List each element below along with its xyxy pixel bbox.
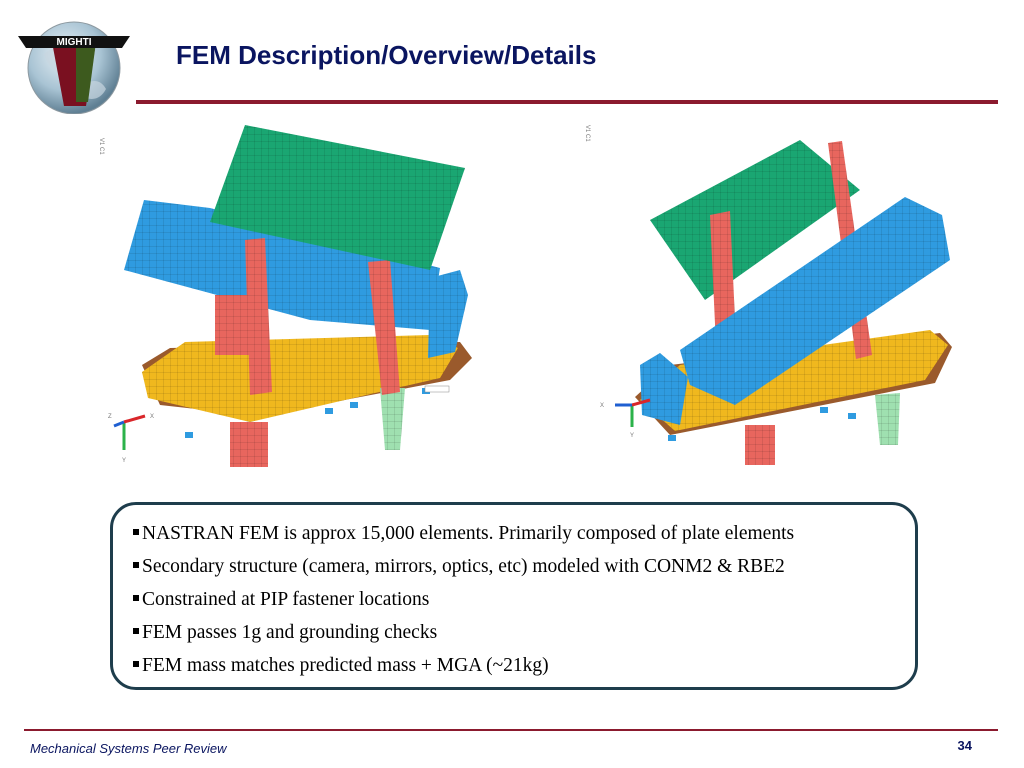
bullet-text: FEM mass matches predicted mass + MGA (~…	[142, 655, 549, 676]
bullet-text: NASTRAN FEM is approx 15,000 elements. P…	[142, 523, 795, 544]
footer-review-name: Mechanical Systems Peer Review	[30, 741, 227, 756]
bullet-item: NASTRAN FEM is approx 15,000 elements. P…	[133, 517, 905, 550]
mighti-logo: MIGHTI	[18, 21, 130, 114]
svg-text:Z: Z	[108, 414, 112, 420]
svg-text:X: X	[150, 414, 154, 420]
fem-model-right-view: X Y V1 C1	[584, 125, 952, 465]
bullet-item: Secondary structure (camera, mirrors, op…	[133, 550, 905, 583]
bullet-box: NASTRAN FEM is approx 15,000 elements. P…	[110, 502, 918, 690]
bullet-item: Constrained at PIP fastener locations	[133, 583, 905, 616]
logo-text: MIGHTI	[57, 37, 92, 48]
square-bullet-icon	[133, 660, 139, 667]
page-number: 34	[957, 738, 972, 753]
square-bullet-icon	[133, 528, 139, 535]
bullet-text: Secondary structure (camera, mirrors, op…	[142, 556, 785, 577]
bullet-text: Constrained at PIP fastener locations	[142, 589, 430, 610]
fem-model-left-view: Z X Y V1 C1	[100, 125, 472, 467]
bullet-list: NASTRAN FEM is approx 15,000 elements. P…	[133, 517, 905, 682]
square-bullet-icon	[133, 627, 139, 634]
footer-rule	[24, 729, 998, 731]
page-title: FEM Description/Overview/Details	[176, 40, 597, 70]
svg-text:Y: Y	[630, 433, 634, 439]
svg-text:Y: Y	[122, 458, 126, 464]
bullet-text: FEM passes 1g and grounding checks	[142, 622, 438, 643]
square-bullet-icon	[133, 561, 139, 568]
svg-text:V1 C1: V1 C1	[584, 125, 590, 142]
svg-text:V1 C1: V1 C1	[100, 138, 104, 155]
square-bullet-icon	[133, 594, 139, 601]
bullet-item: FEM passes 1g and grounding checks	[133, 616, 905, 649]
title-rule	[136, 100, 998, 104]
svg-text:X: X	[600, 403, 604, 409]
bullet-item: FEM mass matches predicted mass + MGA (~…	[133, 649, 905, 682]
